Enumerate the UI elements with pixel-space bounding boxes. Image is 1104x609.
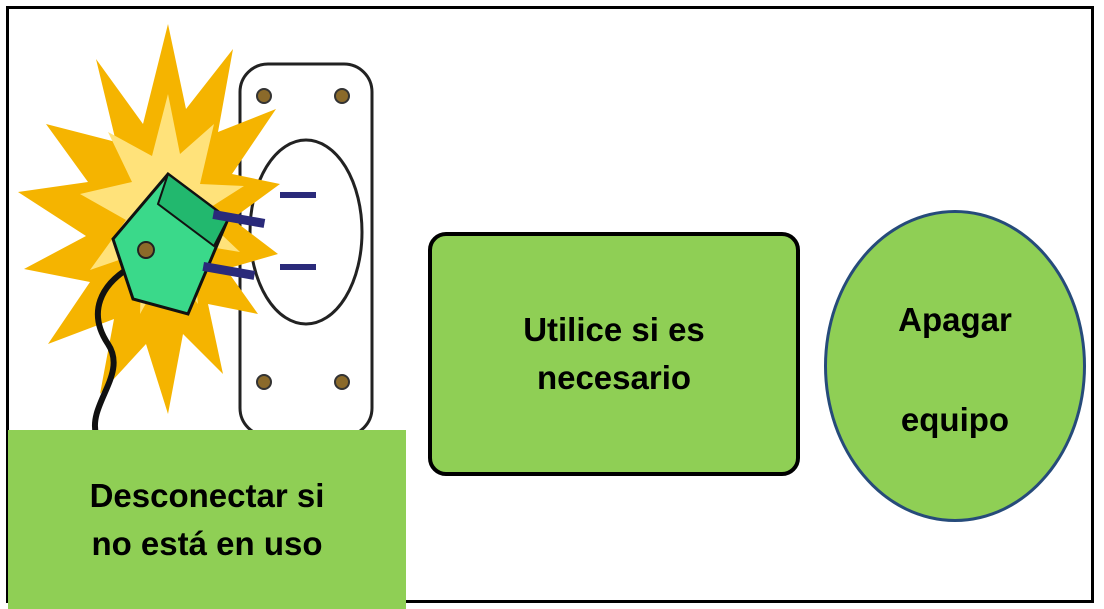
outlet-screw: [334, 88, 350, 104]
plug-cord: [91, 261, 138, 434]
outlet-screw: [334, 374, 350, 390]
plug-side: [156, 172, 230, 248]
turn-off-label-line1: Apagar: [898, 301, 1012, 338]
plug-prong: [202, 262, 256, 280]
turn-off-label-line2: equipo: [900, 401, 1010, 438]
plug-screw: [137, 241, 155, 259]
use-label-line1: Utilice si es: [523, 311, 705, 348]
turn-off-equipment-ellipse: Apagar equipo: [824, 210, 1086, 522]
outlet-slot: [280, 264, 316, 270]
use-if-necessary-box: Utilice si es necesario: [428, 232, 800, 476]
plug-prong: [212, 210, 266, 228]
unplug-label-line1: Desconectar si: [89, 476, 325, 514]
outlet-slot: [280, 192, 316, 198]
outlet-socket: [248, 138, 364, 326]
unplug-label-line2: no está en uso: [91, 524, 323, 562]
use-label-line2: necesario: [536, 359, 692, 396]
outlet-screw: [256, 374, 272, 390]
unplug-when-not-in-use-box: Desconectar si no está en uso: [8, 430, 406, 609]
plug-sparking-at-outlet-icon: [18, 24, 374, 434]
outlet-screw: [256, 88, 272, 104]
